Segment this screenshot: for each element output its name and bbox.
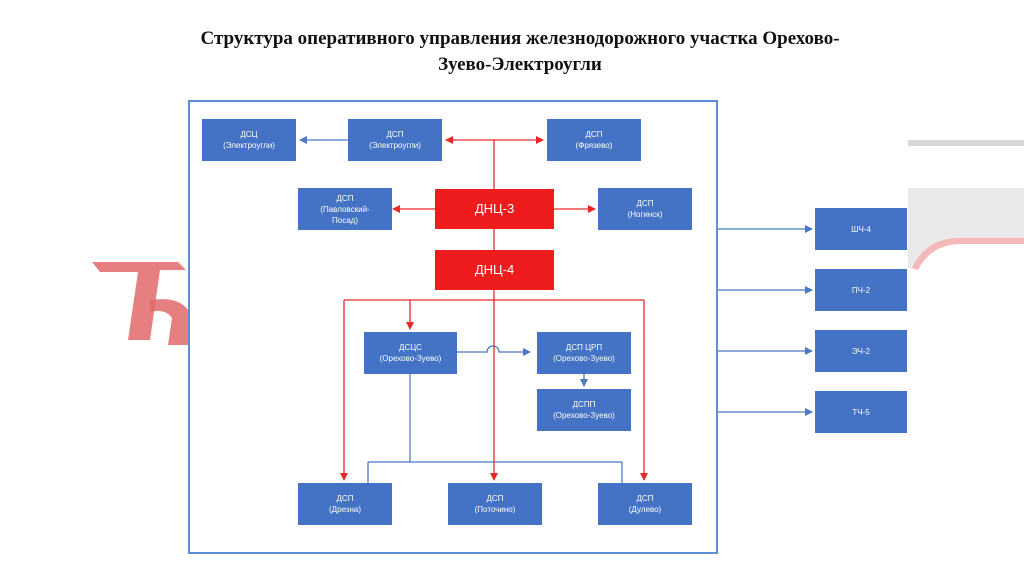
bg-stripe-top [908,140,1024,146]
node-label: ДСП [636,494,654,503]
node-label: ТЧ-5 [852,407,870,417]
node-dsp-dulevo: ДСП (Дулево) [598,483,692,525]
page-title: Структура оперативного управления железн… [140,26,900,78]
title-line-1: Структура оперативного управления железн… [200,28,840,49]
node-sublabel: (Электроугли) [223,141,275,150]
node-dsp-drezna: ДСП (Дрезна) [298,483,392,525]
node-sublabel: (Орехово-Зуево) [553,354,615,363]
node-label: ДНЦ-3 [474,201,515,216]
node-dsp-fryazevo: ДСП (Фрязево) [547,119,641,161]
node-label: ЭЧ-2 [851,346,871,356]
node-dsp-potochino: ДСП (Поточино) [448,483,542,525]
node-label: ДСЦ [240,130,258,139]
node-label: ДСП [636,199,654,208]
node-label: ДСПП [572,400,596,409]
bg-logo-mark-2 [150,299,188,345]
diagram-frame [188,100,718,554]
bg-logo-mark [92,262,186,340]
node-dsp-noginsk: ДСП (Ногинск) [598,188,692,230]
node-label: ДНЦ-4 [474,262,515,277]
line-dsts-to-crp [457,345,531,356]
node-dspp-orekhovo: ДСПП (Орехово-Зуево) [537,389,631,431]
node-dsp-pavlovsky-posad: ДСП (Павловский- Посад) [298,188,392,230]
node-sublabel: (Орехово-Зуево) [379,354,442,363]
node-ech-2: ЭЧ-2 [815,330,907,372]
node-sublabel: (Дулево) [628,505,662,514]
title-line-2: Зуево-Электроугли [438,54,602,75]
node-label: ДСП [336,193,354,203]
node-sublabel: (Дрезна) [328,505,361,514]
node-label: ДСЦС [399,343,422,352]
node-sublabel: (Орехово-Зуево) [553,411,615,420]
node-label: ДСП ЦРП [565,343,603,352]
node-dsp-crp: ДСП ЦРП (Орехово-Зуево) [537,332,631,374]
node-label: ДСП [336,494,354,503]
node-label: ДСП [486,494,504,503]
node-sublabel: (Поточино) [474,505,516,514]
node-pch-2: ПЧ-2 [815,269,907,311]
node-label: ШЧ-4 [851,224,871,234]
node-dsp-electrougli: ДСП (Электроугли) [348,119,442,161]
node-sublabel: (Электроугли) [369,141,421,150]
node-sublabel: (Ногинск) [627,210,663,219]
node-sublabel-2: Посад) [332,215,358,225]
node-dsc-electrougli: ДСЦ (Электроугли) [202,119,296,161]
node-shch-4: ШЧ-4 [815,208,907,250]
node-sublabel: (Фрязево) [575,141,613,150]
node-dnc-3: ДНЦ-3 [435,189,554,229]
node-tch-5: ТЧ-5 [815,391,907,433]
node-dsts-orekhovo: ДСЦС (Орехово-Зуево) [364,332,457,374]
node-label: ДСП [585,130,603,139]
node-label: ДСП [386,130,404,139]
bg-swoosh [908,188,1024,268]
bg-swoosh-red [912,238,1024,270]
node-label: ПЧ-2 [851,285,871,295]
node-dnc-4: ДНЦ-4 [435,250,554,290]
node-sublabel: (Павловский- [320,204,370,214]
